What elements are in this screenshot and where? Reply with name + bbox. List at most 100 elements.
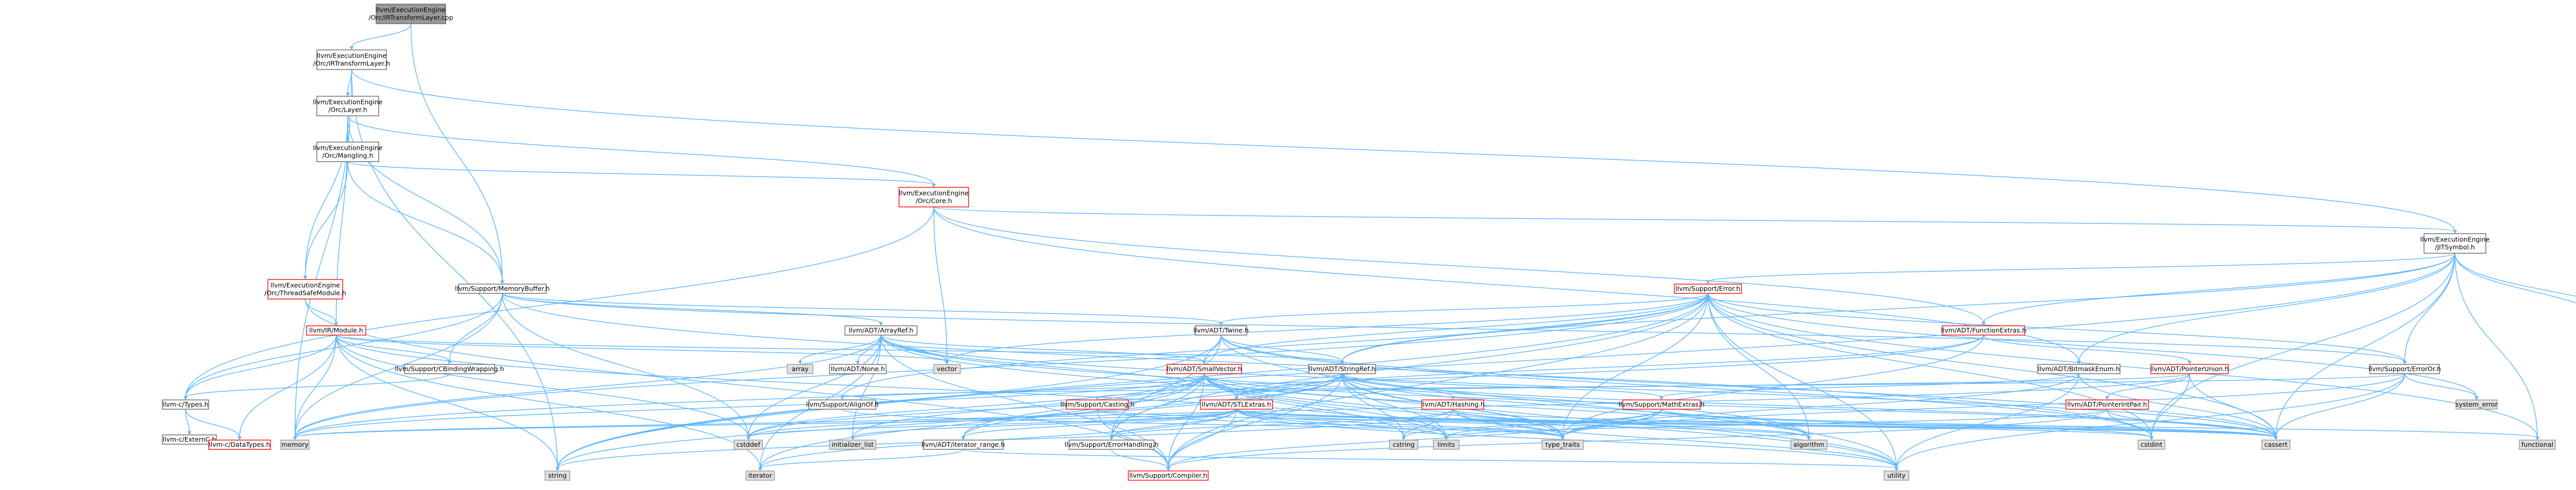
node-box [829,440,876,450]
edge-arrowhead [238,436,242,440]
node-typetraits: type_traits [1541,440,1584,450]
dependency-edge [294,293,503,438]
edge-arrowhead [293,436,297,440]
node-box [162,434,217,445]
node-box [1541,440,1584,450]
node-alignof[interactable]: llvm/Support/AlignOf.h [806,399,879,410]
dependency-edge [1452,409,1897,469]
node-layer[interactable]: llvm/ExecutionEngine/Orc/Layer.h [313,96,383,116]
node-box [1128,470,1209,481]
node-stringref[interactable]: llvm/ADT/StringRef.h [1308,364,1376,374]
dependency-edge [1661,409,2277,438]
node-box [458,284,547,294]
node-iterrange[interactable]: llvm/ADT/iterator_range.h [922,440,1005,450]
node-core[interactable]: llvm/ExecutionEngine/Orc/Core.h [899,187,969,207]
node-label: vector [937,365,958,373]
dependency-edge [1111,409,1237,438]
dependency-edge [1236,409,2538,438]
node-label: llvm/ADT/SmallVector.h [1166,365,1242,373]
node-pointerunion[interactable]: llvm/ADT/PointerUnion.h [2150,364,2229,374]
node-supporterror[interactable]: llvm/Support/Error.h [1674,284,1742,294]
node-label: llvm/ADT/PointerIntPair.h [2067,400,2147,408]
node-cbinding[interactable]: llvm/Support/CBindingWrapping.h [395,364,504,374]
dependency-edge [304,299,337,324]
node-externc[interactable]: llvm-c/ExternC.h [162,434,217,445]
dependency-edge [347,161,935,185]
dependency-edge [557,409,1453,469]
dependency-edge [880,335,1205,362]
node-threadsafemodule[interactable]: llvm/ExecutionEngine/Orc/ThreadSafeModul… [264,279,346,300]
edge-arrowhead [961,436,965,440]
dependency-edge [748,335,882,438]
node-box [1433,440,1460,450]
node-functionextras[interactable]: llvm/ADT/FunctionExtras.h [1941,325,2026,336]
node-label: llvm/ExecutionEngine [899,189,969,197]
dependency-edge [1707,293,2152,438]
dependency-edge [1236,409,1563,438]
dependency-edge [304,161,348,277]
graph-edges [183,23,2576,471]
dependency-edge [1562,373,2405,438]
dependency-edge [1707,293,2477,398]
edge-arrowhead [334,322,338,326]
dependency-edge [2275,253,2455,438]
node-ctypes[interactable]: llvm-c/Types.h [162,399,209,410]
edge-arrowhead [2274,436,2278,440]
node-twine[interactable]: llvm/ADT/Twine.h [1193,325,1249,336]
node-hashing[interactable]: llvm/ADT/Hashing.h [1421,399,1485,410]
node-casting[interactable]: llvm/Support/Casting.h [1060,399,1134,410]
node-errorosh[interactable]: llvm/Support/ErrorOr.h [2368,364,2441,374]
edge-arrowhead [1234,396,1239,400]
node-label: llvm-c/DataTypes.h [209,441,270,448]
node-utility: utility [1884,470,1909,481]
node-adtnone[interactable]: llvm/ADT/None.h [829,364,887,374]
node-label: llvm/ADT/BitmaskEnum.h [2038,365,2120,373]
node-bitmaskenum[interactable]: llvm/ADT/BitmaskEnum.h [2037,364,2121,374]
node-irtransformlayer[interactable]: llvm/ExecutionEngine/Orc/IRTransformLaye… [313,49,390,70]
edge-arrowhead [879,322,883,326]
dependency-edge [1221,335,1343,362]
edge-arrowhead [2535,436,2539,440]
node-box [787,364,814,374]
dependency-edge [800,335,882,362]
edge-arrowhead [1095,396,1099,400]
node-box [1195,325,1247,336]
dependency-edge [239,335,337,438]
edge-arrowhead [2475,396,2479,400]
node-label: system_error [2455,400,2498,408]
dependency-edge [759,373,1205,469]
node-label: cstring [1393,441,1415,448]
dependency-edge [2189,373,2277,438]
node-memorybuffer[interactable]: llvm/Support/MemoryBuffer.h [455,284,550,294]
dependency-edge [1167,409,1237,469]
node-arrayref[interactable]: llvm/ADT/ArrayRef.h [844,325,918,336]
node-label: /Orc/Mangling.h [323,152,374,160]
node-box [316,49,387,70]
dependency-edge [1707,293,2538,438]
node-jitsymbol[interactable]: llvm/ExecutionEngine/JITSymbol.h [2420,233,2490,254]
dependency-edge [1342,373,1809,438]
node-label: llvm/ADT/Hashing.h [1421,400,1484,408]
edge-arrowhead [555,467,560,471]
dependency-edge [2275,373,2405,438]
node-irmodule[interactable]: llvm/IR/Module.h [306,325,366,336]
dependency-edge [1236,409,2152,438]
node-pointerintpair[interactable]: llvm/ADT/PointerIntPair.h [2065,399,2149,410]
node-label: cstddef [736,441,760,448]
node-label: llvm/ADT/ArrayRef.h [849,326,913,334]
dependency-edge [1342,373,1447,438]
node-box [745,470,775,481]
node-stlextras[interactable]: llvm/ADT/STLExtras.h [1200,399,1273,410]
dependency-edge [1446,409,2108,438]
node-root[interactable]: llvm/ExecutionEngine/Orc/IRTransformLaye… [368,4,453,24]
node-smallvector[interactable]: llvm/ADT/SmallVector.h [1166,364,1242,374]
node-label: /Orc/Layer.h [328,106,367,114]
node-mangling[interactable]: llvm/ExecutionEngine/Orc/Mangling.h [313,142,383,162]
dependency-edge [933,206,947,362]
edge-arrowhead [1807,436,1811,440]
node-mathextras[interactable]: llvm/Support/MathExtras.h [1618,399,1705,410]
node-datatypes[interactable]: llvm-c/DataTypes.h [208,440,271,450]
node-compiler[interactable]: llvm/Support/Compiler.h [1128,470,1209,481]
node-errorhandling[interactable]: llvm/Support/ErrorHandling.h [1064,440,1159,450]
